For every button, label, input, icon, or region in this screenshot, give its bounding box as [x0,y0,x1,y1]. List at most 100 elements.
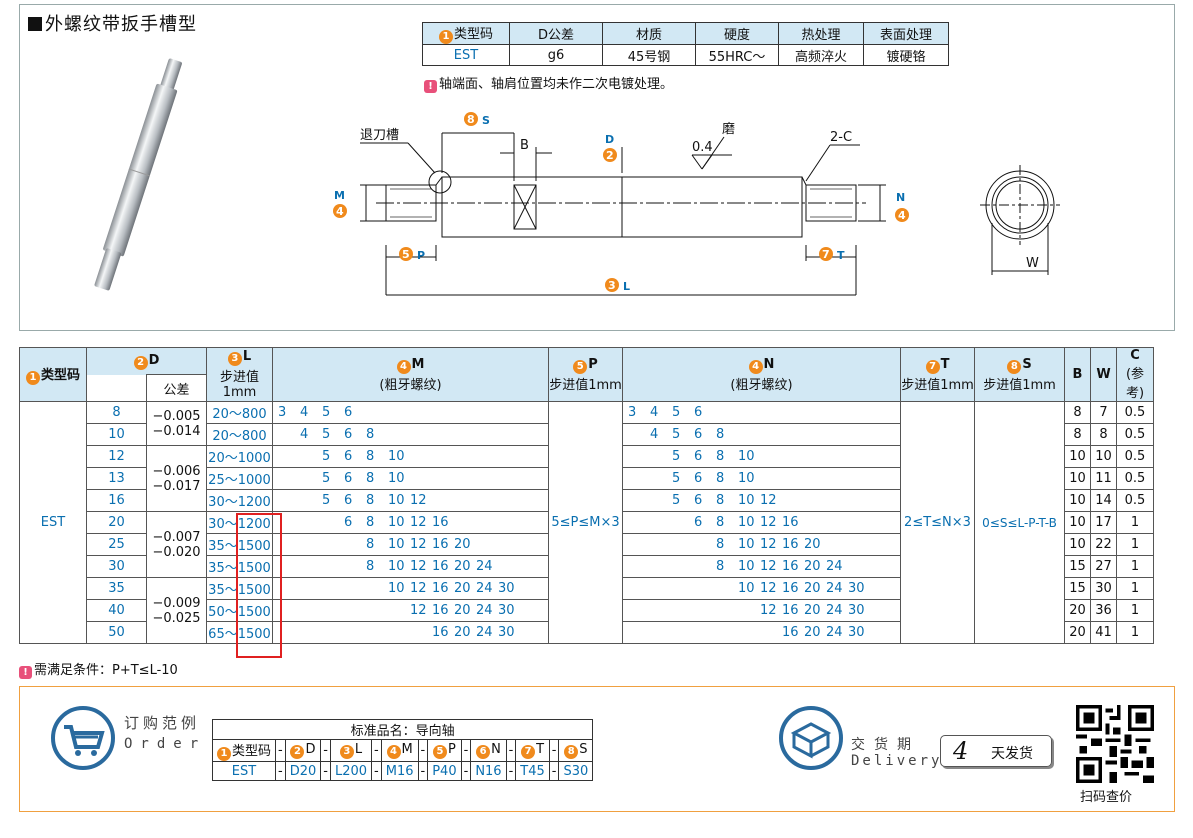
order-value: L200 [329,761,373,781]
qr-caption: 扫码查价 [1080,790,1133,805]
m-size: 8 [366,471,375,486]
spec-header-heat: 热处理 [778,22,864,45]
cell-w: 14 [1090,489,1117,512]
m-size: 10 [388,537,405,552]
cell-l-max: 1200 [237,517,271,532]
spec-type: EST [422,44,510,66]
spec-heat: 高频淬火 [778,44,864,66]
th-tol: 公差 [146,374,207,402]
m-size: 24 [476,581,493,596]
order-num-badge: 7 [521,745,536,759]
order-value: M16 [380,761,419,781]
cell-c: 0.5 [1116,489,1154,512]
cell-b: 20 [1064,599,1091,622]
cell-w: 27 [1090,555,1117,578]
order-caption: 标准品名：导向轴 [211,719,594,740]
product-photo [94,58,182,291]
n-size: 10 [738,471,755,486]
n-size: 16 [782,625,799,640]
m-size: 6 [344,405,353,420]
cell-c: 0.5 [1116,467,1154,490]
order-num-badge: 4 [386,745,401,759]
grind-label: 磨 [722,122,735,137]
spec-header-material: 材质 [602,22,696,45]
n-size: 30 [848,603,865,618]
order-num-badge: 8 [564,745,579,759]
cell-l-range: 65～ [208,627,238,642]
order-separator: - [460,739,472,762]
cell-l-range: 35～ [208,561,238,576]
m-size: 12 [410,559,427,574]
n-size: 12 [760,559,777,574]
order-num-badge: 6 [476,745,491,759]
n-size: 4 [650,427,659,442]
cell-d: 30 [86,555,147,578]
cell-tolerance: −0.005 −0.014 [146,401,207,446]
m-size: 12 [410,603,427,618]
order-separator: - [505,739,517,762]
dim-m-num: 4 [336,205,344,218]
order-head-text: M [401,742,413,757]
delivery-sublabel: Delivery [851,753,943,769]
n-size: 30 [848,625,865,640]
cell-p-formula: 5≤P≤M×3 [548,401,623,644]
th-d-blank [86,374,147,402]
warning-icon: ! [19,666,32,679]
cell-c: 1 [1116,533,1154,556]
m-size: 5 [322,493,331,508]
cell-l-max: 1500 [237,627,271,642]
cell-c: 1 [1116,599,1154,622]
dim-s-label: S [482,114,490,127]
order-separator: - [548,739,560,762]
roughness-value: 0.4 [692,140,713,155]
delivery-days-text: 天发货 [991,746,1033,762]
order-num-badge: 5 [432,745,447,759]
product-overview-panel [19,4,1175,331]
cell-d: 20 [86,511,147,534]
spec-hardness: 55HRC～ [695,44,779,66]
order-head-text: N [491,742,501,757]
cell-b: 10 [1064,445,1091,468]
n-size: 6 [694,449,703,464]
cell-l: 30～1200 [206,489,273,512]
n-size: 16 [782,559,799,574]
cell-b: 10 [1064,533,1091,556]
n-size: 16 [782,581,799,596]
order-separator: - [417,761,429,781]
dim-d-num: 2 [606,149,614,162]
cell-l-range: 20～1000 [208,451,271,466]
cell-d: 12 [86,445,147,468]
n-size: 16 [782,515,799,530]
chamfer-label: 2-C [830,130,852,145]
dim-d-label: D [605,133,614,146]
cell-c: 0.5 [1116,445,1154,468]
order-separator: - [371,739,382,762]
order-head-text: L [354,742,363,757]
m-size: 4 [300,427,309,442]
n-size: 20 [804,603,821,618]
cell-w: 17 [1090,511,1117,534]
highlight-box [236,513,282,658]
n-size: 20 [804,559,821,574]
n-size: 12 [760,603,777,618]
cell-b: 20 [1064,621,1091,644]
qr-code[interactable] [1076,705,1154,783]
m-size: 6 [344,515,353,530]
m-size: 24 [476,625,493,640]
